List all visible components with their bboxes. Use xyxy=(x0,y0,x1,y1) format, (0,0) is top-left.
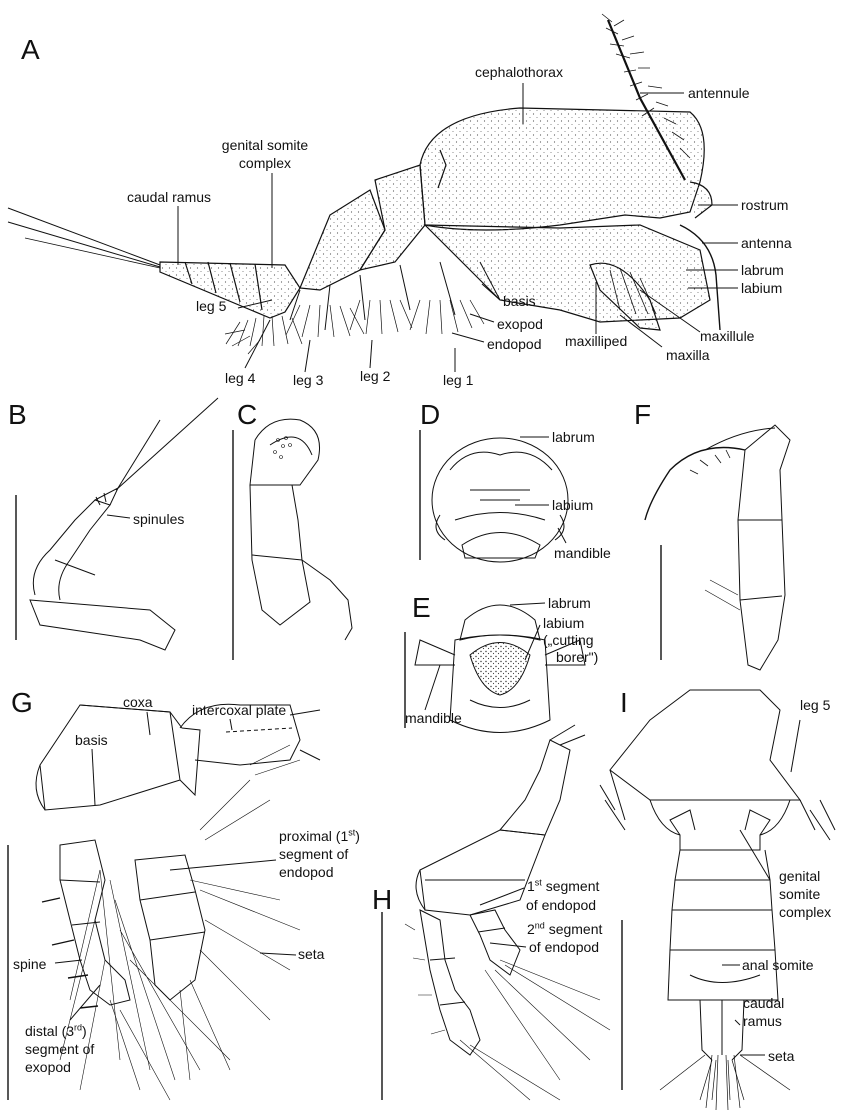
label-proximal-2: segment of xyxy=(279,846,349,862)
label-anal-somite: anal somite xyxy=(742,957,814,973)
panel-g-drawing xyxy=(7,703,321,1101)
panel-d-drawing xyxy=(419,430,569,563)
panel-d-leaders xyxy=(515,436,567,544)
label-labium-e: labium xyxy=(543,615,585,631)
label-leg2-a: leg 2 xyxy=(360,368,391,384)
label-endopod-a: endopod xyxy=(487,336,542,352)
label-caudal-ramus-a: caudal ramus xyxy=(127,189,212,205)
label-h-s1sup: st xyxy=(534,877,542,888)
label-proximal-sup: st xyxy=(348,827,356,838)
label-distal-1b: ) xyxy=(82,1023,87,1039)
label-genital-somite-a2: complex xyxy=(238,155,292,171)
label-leg4-a: leg 4 xyxy=(225,370,256,386)
panel-g-leaders xyxy=(54,711,297,1021)
panel-h-leaders xyxy=(479,887,527,948)
label-antenna: antenna xyxy=(741,235,792,251)
panel-label-f: F xyxy=(634,399,652,430)
label-leg3-a: leg 3 xyxy=(293,372,324,388)
label-proximal-1: proximal (1 xyxy=(279,828,349,844)
panel-label-i: I xyxy=(620,687,628,718)
label-h-s2a: 2 xyxy=(527,921,535,937)
label-seta-g: seta xyxy=(298,946,325,962)
label-proximal-1b: ) xyxy=(355,828,360,844)
label-cutting-e2: borer") xyxy=(556,649,599,665)
label-distal-1: distal (3 xyxy=(25,1023,75,1039)
label-antennule: antennule xyxy=(688,85,750,101)
label-h-s2b: segment xyxy=(544,921,603,937)
label-mandible-d: mandible xyxy=(554,545,611,561)
label-spine-g: spine xyxy=(13,956,47,972)
panel-i-drawing xyxy=(599,689,836,1111)
panel-label-g: G xyxy=(11,687,33,718)
panel-label-d: D xyxy=(420,399,441,430)
label-labrum-d: labrum xyxy=(552,429,595,445)
label-h-first-segment: 1st segment xyxy=(527,878,599,895)
panel-label-a: A xyxy=(21,34,40,65)
label-intercoxal-plate: intercoxal plate xyxy=(192,702,287,718)
label-h-s1c: of endopod xyxy=(526,897,597,913)
panel-label-c: C xyxy=(237,399,258,430)
label-genital-i1: genital xyxy=(779,868,821,884)
panel-label-h: H xyxy=(372,884,393,915)
label-labrum-a: labrum xyxy=(741,262,784,278)
label-labrum-e: labrum xyxy=(548,595,591,611)
label-genital-somite-a1: genital somite xyxy=(221,137,309,153)
panel-label-e: E xyxy=(412,592,431,623)
label-mandible-e: mandible xyxy=(405,710,462,726)
label-h-second-segment: 2nd segment xyxy=(527,921,602,938)
label-maxilla: maxilla xyxy=(666,347,710,363)
label-maxillule: maxillule xyxy=(700,328,755,344)
label-h-s2sup: nd xyxy=(534,920,545,931)
spinules-leader xyxy=(106,514,131,519)
label-distal-sup: rd xyxy=(74,1022,83,1033)
label-exopod-a: exopod xyxy=(497,316,543,332)
label-h-s1b: segment xyxy=(541,878,600,894)
label-maxilliped: maxilliped xyxy=(565,333,628,349)
panel-h-drawing xyxy=(381,724,611,1101)
label-spinules: spinules xyxy=(133,511,185,527)
label-caudal-ramus-i1: caudal xyxy=(743,995,785,1011)
label-leg1-a: leg 1 xyxy=(443,372,474,388)
label-genital-i3: complex xyxy=(779,904,832,920)
label-coxa-g: coxa xyxy=(123,694,153,710)
label-distal-segment: distal (3rd) xyxy=(25,1023,87,1040)
panel-i-leaders xyxy=(722,719,801,1056)
label-cutting-e1: („cutting xyxy=(543,632,594,648)
panel-label-b: B xyxy=(8,399,27,430)
label-basis-g: basis xyxy=(75,732,108,748)
label-h-s1a: 1 xyxy=(527,878,535,894)
label-basis-a: basis xyxy=(503,293,536,309)
label-caudal-ramus-i2: ramus xyxy=(743,1013,782,1029)
label-distal-2: segment of xyxy=(25,1041,95,1057)
label-cephalothorax: cephalothorax xyxy=(475,64,563,80)
panel-c-drawing xyxy=(232,418,353,660)
panel-a-drawing xyxy=(7,13,721,355)
panel-a-leaders xyxy=(177,83,738,373)
label-leg5-i: leg 5 xyxy=(800,697,831,713)
panel-e-drawing xyxy=(404,604,586,733)
label-proximal-3: endopod xyxy=(279,864,334,880)
label-genital-i2: somite xyxy=(779,886,821,902)
label-proximal-segment: proximal (1st) xyxy=(279,828,360,845)
label-labium-d: labium xyxy=(552,497,594,513)
label-leg5-a: leg 5 xyxy=(196,298,227,314)
label-rostrum: rostrum xyxy=(741,197,789,213)
panel-e-leaders xyxy=(424,602,546,711)
panel-b-drawing xyxy=(15,397,219,651)
label-seta-i: seta xyxy=(768,1048,795,1064)
label-h-s2c: of endopod xyxy=(529,939,600,955)
panel-f-drawing xyxy=(644,424,791,671)
label-labium-a: labium xyxy=(741,280,783,296)
label-distal-3: exopod xyxy=(25,1059,71,1075)
